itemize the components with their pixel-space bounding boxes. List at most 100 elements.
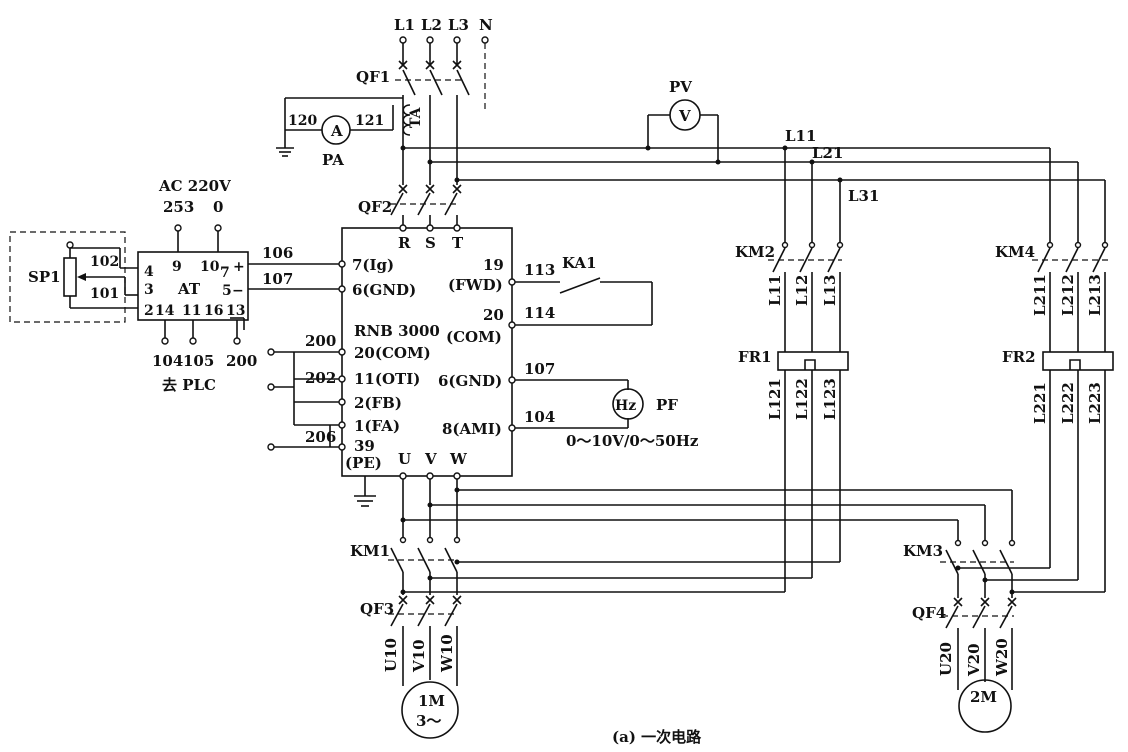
svg-text:L121: L121: [766, 378, 784, 420]
svg-text:113: 113: [524, 261, 555, 279]
svg-text:PF: PF: [656, 396, 678, 414]
svg-text:39: 39: [354, 437, 375, 455]
svg-text:L11: L11: [766, 275, 784, 306]
voltmeter-pv: PV V: [647, 78, 719, 162]
svg-text:13: 13: [226, 303, 245, 319]
ammeter-pa: A 120 121 PA: [276, 97, 403, 169]
contactor-km2: KM2 L11 L12 L13: [735, 241, 844, 352]
svg-text:AC 220V: AC 220V: [158, 177, 231, 195]
supply-terminals: L1 L2 L3 N: [394, 16, 493, 110]
supply-n-label: N: [479, 16, 493, 34]
svg-text:U: U: [398, 450, 411, 468]
svg-text:W: W: [449, 450, 468, 468]
motor-2m-label: 2M: [970, 688, 997, 706]
breaker-qf2: QF2: [358, 184, 462, 228]
svg-text:200: 200: [226, 352, 257, 370]
svg-text:V10: V10: [410, 639, 428, 673]
svg-text:120: 120: [288, 113, 317, 129]
svg-text:16: 16: [204, 303, 223, 319]
svg-text:U10: U10: [382, 638, 400, 672]
svg-text:11: 11: [182, 303, 201, 319]
svg-text:104: 104: [152, 352, 183, 370]
svg-text:107: 107: [262, 270, 293, 288]
svg-text:121: 121: [355, 113, 384, 129]
svg-text:L222: L222: [1059, 382, 1077, 424]
svg-text:L21: L21: [812, 144, 843, 162]
svg-text:PA: PA: [322, 151, 344, 169]
svg-text:105: 105: [183, 352, 214, 370]
svg-text:L13: L13: [821, 275, 839, 306]
svg-text:L12: L12: [793, 275, 811, 306]
ka1-label: KA1: [562, 254, 597, 272]
svg-text:L122: L122: [793, 378, 811, 420]
svg-text:−: −: [232, 283, 244, 299]
bus-lines: L11 L21 L31: [400, 127, 1106, 242]
inverter-left-wiring: 200 202 206: [267, 332, 339, 451]
motor-1m-phase: 3～: [416, 712, 441, 730]
svg-text:KM4: KM4: [995, 243, 1035, 261]
breaker-qf3: QF3 U10 V10 W10: [360, 595, 462, 686]
svg-text:11(OTI): 11(OTI): [354, 370, 420, 388]
supply-l1-label: L1: [394, 16, 415, 34]
at-module: AC 220V 253 0 4 9 10 7 + 3 AT 5 − 2 14 1…: [137, 177, 342, 394]
svg-text:+: +: [233, 259, 245, 275]
sp1-dashed-box: SP1 102 101: [9, 231, 138, 323]
supply-l2-label: L2: [421, 16, 442, 34]
svg-text:L221: L221: [1031, 382, 1049, 424]
motor-1m: 1M 3～: [401, 681, 459, 739]
svg-text:5: 5: [222, 283, 232, 299]
svg-text:L223: L223: [1086, 382, 1104, 424]
svg-text:4: 4: [144, 264, 154, 280]
svg-text:9: 9: [172, 259, 182, 275]
svg-text:TA: TA: [408, 106, 424, 128]
svg-text:6(GND): 6(GND): [352, 281, 416, 299]
svg-text:KM1: KM1: [350, 542, 390, 560]
svg-text:V20: V20: [965, 643, 983, 677]
svg-text:107: 107: [524, 360, 555, 378]
svg-text:L213: L213: [1086, 274, 1104, 316]
svg-text:KM2: KM2: [735, 243, 775, 261]
svg-text:(PE): (PE): [345, 454, 382, 472]
svg-text:19: 19: [483, 256, 504, 274]
svg-text:6(GND): 6(GND): [438, 372, 502, 390]
freq-meter-symbol: Hz: [615, 398, 636, 414]
svg-text:L211: L211: [1031, 274, 1049, 316]
svg-text:QF1: QF1: [356, 68, 390, 86]
svg-text:0: 0: [213, 198, 223, 216]
svg-text:1(FA): 1(FA): [354, 417, 400, 435]
svg-text:206: 206: [305, 428, 336, 446]
svg-text:(FWD): (FWD): [448, 276, 503, 294]
to-plc-label: 去 PLC: [162, 376, 216, 394]
inverter-model: RNB 3000: [354, 322, 440, 340]
sp1-label: SP1: [28, 268, 61, 286]
breaker-qf4: QF4 U20 V20 W20: [912, 597, 1017, 690]
motor-1m-label: 1M: [418, 692, 445, 710]
inverter-output-wiring: [400, 479, 1013, 540]
svg-text:2: 2: [144, 303, 154, 319]
current-transformer: TA: [402, 104, 424, 136]
svg-text:8(AMI): 8(AMI): [442, 420, 502, 438]
voltmeter-symbol: V: [678, 107, 691, 125]
svg-text:W10: W10: [438, 634, 456, 673]
relay-ka1-contact: 113 114 KA1: [515, 254, 653, 326]
svg-text:QF3: QF3: [360, 600, 394, 618]
svg-text:FR1: FR1: [738, 348, 772, 366]
svg-text:R: R: [398, 234, 411, 252]
diagram-caption: (a) 一次电路: [612, 728, 702, 746]
svg-text:(COM): (COM): [446, 328, 502, 346]
svg-text:253: 253: [163, 198, 194, 216]
breaker-qf1: QF1: [356, 43, 470, 185]
svg-text:W20: W20: [993, 638, 1011, 677]
svg-text:101: 101: [90, 286, 119, 302]
svg-text:3: 3: [144, 282, 154, 298]
svg-text:20(COM): 20(COM): [354, 344, 431, 362]
svg-text:114: 114: [524, 304, 555, 322]
svg-text:L123: L123: [821, 378, 839, 420]
svg-text:20: 20: [483, 306, 504, 324]
supply-l3-label: L3: [448, 16, 469, 34]
svg-text:7(Ig): 7(Ig): [352, 256, 394, 274]
svg-text:L11: L11: [785, 127, 816, 145]
svg-text:10: 10: [200, 259, 220, 275]
svg-text:U20: U20: [937, 642, 955, 676]
